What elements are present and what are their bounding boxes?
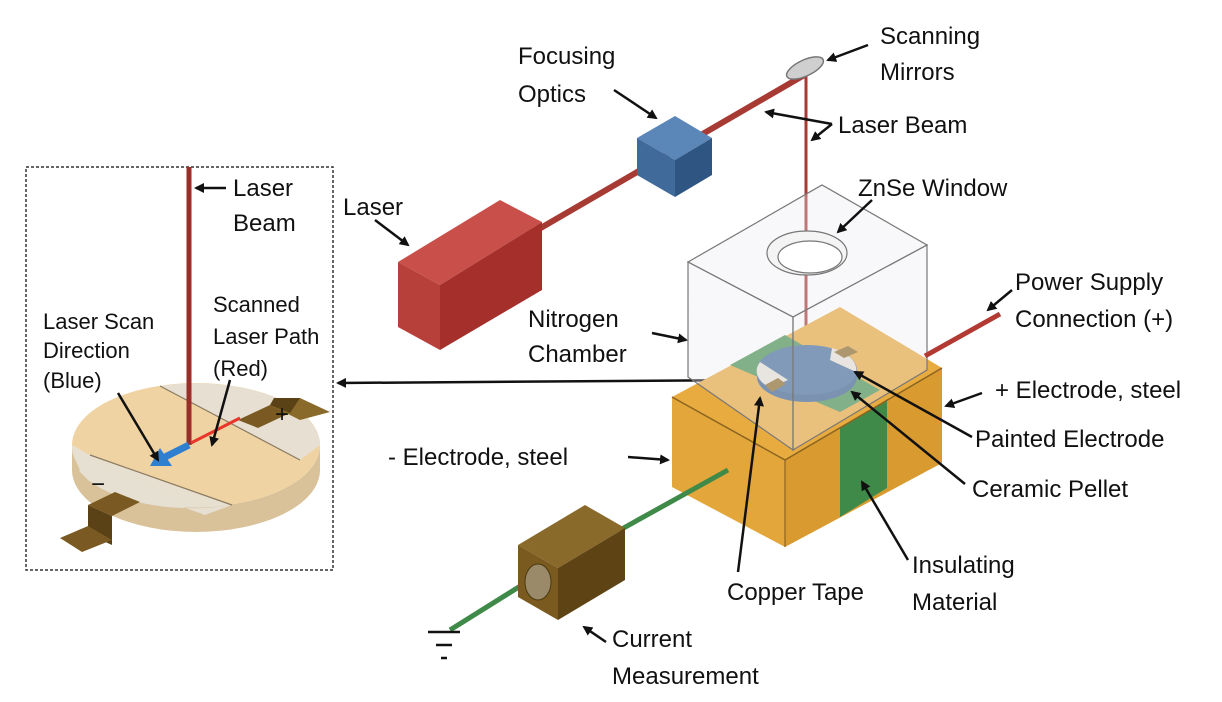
inset-scanned-path-label-1: Scanned [213,292,300,317]
nitrogen-chamber [686,184,929,452]
inset-scanned-path-label-2: Laser Path [213,324,319,349]
label-laser-beam: Laser Beam [838,112,967,139]
label-focusing-optics-2: Optics [518,81,586,108]
label-plus-electrode: + Electrode, steel [995,377,1181,404]
label-laser: Laser [343,194,403,221]
label-scanning-mirrors-1: Scanning [880,23,980,50]
inset-panel: + − Laser Beam Scanned Laser Path (Red) … [25,166,334,571]
label-znse-window: ZnSe Window [858,175,1008,202]
label-ceramic-pellet: Ceramic Pellet [972,476,1128,503]
focusing-optics [637,116,712,197]
label-current-measurement-1: Current [612,626,692,653]
inset-pellet [71,383,320,532]
copper-tape-plus [834,346,858,358]
inset-scan-direction-label-2: Direction [43,338,130,363]
scanning-mirror [785,56,825,80]
inset-copper-tab-minus [60,492,140,552]
inset-scan-direction-label-1: Laser Scan [43,309,154,334]
inset-scanned-path-label-3: (Red) [213,356,268,381]
label-current-measurement-2: Measurement [612,663,759,690]
ceramic-pellet [756,345,858,402]
label-painted-electrode: Painted Electrode [975,426,1164,453]
laser-unit [398,200,542,350]
ground-icon [428,630,460,660]
copper-tape-minus [765,378,786,392]
label-nitrogen-chamber-1: Nitrogen [528,306,619,333]
inset-laser-beam-label-1: Laser [233,175,293,202]
label-copper-tape: Copper Tape [727,579,864,606]
inset-minus-sign: − [91,471,105,498]
label-insulating-material-2: Material [912,589,997,616]
label-scanning-mirrors-2: Mirrors [880,59,955,86]
current-meter [518,505,625,620]
inset-plus-sign: + [275,401,289,428]
power-supply-wire [923,311,1002,359]
ground-wire-lower [448,577,532,633]
inset-laser-beam-label-2: Beam [233,210,296,237]
label-nitrogen-chamber-2: Chamber [528,341,627,368]
ground-wire-upper [618,467,730,533]
label-insulating-material-1: Insulating [912,552,1015,579]
insulating-stripe [840,400,887,517]
inset-copper-tab-plus [238,398,330,428]
label-power-supply-2: Connection (+) [1015,306,1173,333]
inset-scan-direction-label-3: (Blue) [43,368,102,393]
label-focusing-optics-1: Focusing [518,43,615,70]
label-power-supply-1: Power Supply [1015,269,1163,296]
zoom-connector-arrow [336,377,759,388]
label-minus-electrode: - Electrode, steel [388,444,568,471]
